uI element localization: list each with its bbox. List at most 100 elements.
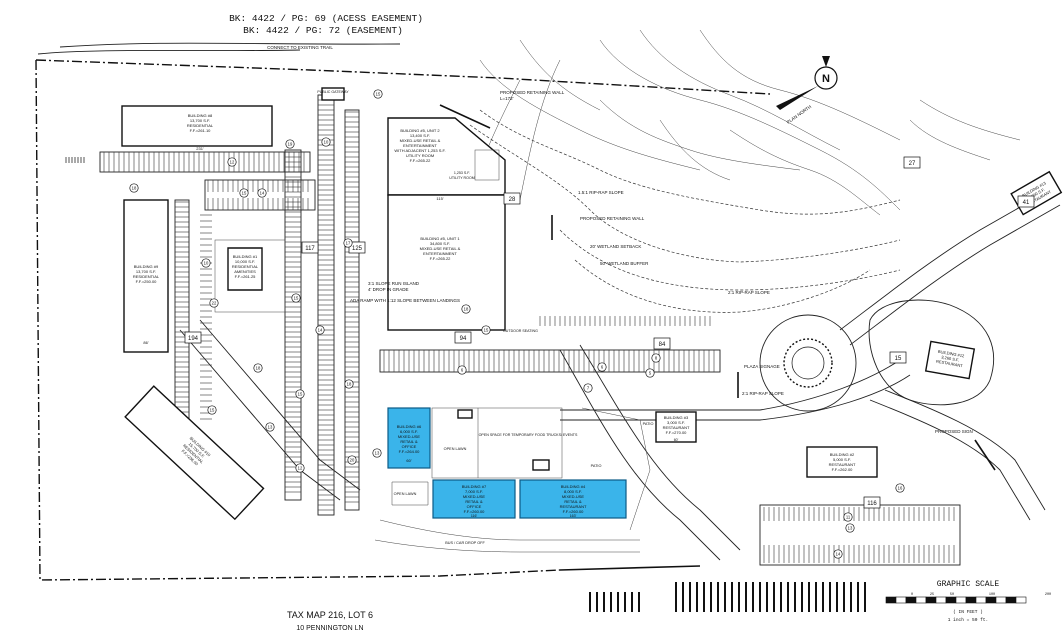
b4-l6: F.F.=260.00: [563, 509, 585, 514]
stall-count: 15: [291, 293, 301, 303]
b7-l2: 7,000 S.F.: [465, 489, 483, 494]
b8-l1: BUILDING #8: [188, 113, 213, 118]
stall-count-value: 14: [260, 191, 265, 196]
proposed-sign-label: PROPOSED SIGN: [935, 429, 973, 434]
b8-l4: F.F.=261.10: [190, 128, 212, 133]
b9-l4: F.F.=250.00: [136, 279, 158, 284]
stall-count-value: 14: [836, 552, 841, 557]
stall-count-value: 15: [210, 408, 215, 413]
scale-tick-1: 25: [930, 593, 934, 597]
stall-count-value: 10: [324, 140, 329, 145]
easement-header: BK: 4422 / PG: 69 (ACESS EASEMENT) BK: 4…: [37, 13, 423, 55]
stall-count-value: 18: [132, 186, 137, 191]
stall-count-value: 18: [256, 366, 261, 371]
scale-unit: ( IN FEET ): [953, 609, 983, 615]
stall-count: 15: [373, 89, 383, 99]
scale-tick-2: 50: [950, 593, 954, 597]
building-6-blue: BUILDING #6 6,000 S.F. MIXED-USE RETAIL …: [387, 407, 431, 469]
b5u1-l2: 34,800 S.F.: [430, 241, 450, 246]
dim-231: 231': [196, 146, 204, 151]
b5u2-l4: ENTERTAINMENT: [403, 143, 437, 148]
b5u2-l7: F.F.=265.22: [410, 158, 432, 163]
retaining-wall-top: [439, 104, 491, 129]
b2-l1: BUILDING #2: [830, 452, 855, 457]
plaza-signage-label: PLAZA SIGNAGE: [744, 364, 780, 369]
building-10: BUILDING #10 15,700 S.F. RESIDENTIAL F.F…: [124, 385, 265, 521]
building-12-pad: [868, 299, 994, 406]
b8-l2: 13,700 S.F.: [190, 118, 210, 123]
stall-count: 10: [201, 258, 211, 268]
scale-segment: [995, 596, 1007, 604]
b2-l3: RESTAURANT: [829, 462, 856, 467]
parking-stalls: [103, 99, 955, 563]
stall-count-value: 13: [848, 526, 853, 531]
riprap-label-2: 2:1 RIP-RAP SLOPE: [728, 290, 770, 295]
public-gateway-label: PUBLIC GATEWAY: [317, 90, 349, 94]
b4-l1: BUILDING #4: [561, 484, 586, 489]
north-symbol: N: [822, 73, 830, 85]
lot-number: 27: [909, 161, 916, 167]
dim-116: 116': [471, 514, 478, 518]
scale-segment: [905, 596, 917, 604]
dim-60b: 60': [674, 438, 679, 442]
stall-count: 10: [321, 137, 331, 147]
stall-count-value: 17: [346, 241, 351, 246]
stall-count: 14: [257, 188, 267, 198]
patio-label-1: PATIO: [591, 464, 602, 468]
scale-segment: [935, 596, 947, 604]
b12-l3: RESTAURANT: [936, 359, 964, 369]
lot-number: 28: [509, 197, 516, 203]
stall-count: 13: [372, 448, 382, 458]
trail-line: [59, 42, 401, 48]
open-lawn-label-2: OPEN LAWN: [394, 492, 417, 496]
north-tail: [776, 86, 818, 110]
b5u2-l6: UTILITY ROOM: [406, 153, 434, 158]
stall-count-value: 7: [587, 386, 590, 391]
north-pointer: [822, 56, 830, 67]
slope-island-label-2: 4' DROP IN GRADE: [368, 287, 409, 292]
b5u2-l3: MIXED-USE RETAIL &: [400, 138, 441, 143]
b4-l3: MIXED-USE: [562, 494, 585, 499]
building-1-amenities: BUILDING #1 10,000 S.F. RESIDENTIAL AMEN…: [214, 239, 286, 313]
b5u2-l1: BUILDING #5, UNIT 2: [400, 128, 440, 133]
lot-label-l3: 194: [184, 331, 202, 344]
stall-count: 15: [481, 325, 491, 335]
b9-l3: RESIDENTIAL: [133, 274, 160, 279]
stall-count: 15: [207, 405, 217, 415]
stall-count: 8: [651, 353, 661, 363]
b6-l6: F.F.=264.00: [399, 449, 421, 454]
b7-l4: RETAIL &: [465, 499, 483, 504]
open-space-label: OPEN SPACE FOR TEMPORARY FOOD TRUCKS/ EV…: [479, 433, 578, 437]
stall-count: 18: [253, 363, 263, 373]
scale-bar: [885, 596, 1027, 604]
wetland-buffer-label: 50' WETLAND BUFFER: [600, 261, 649, 266]
stall-count-value: 18: [347, 382, 352, 387]
stall-count-value: 10: [204, 261, 209, 266]
b3-l4: F.F.=270.00: [666, 430, 688, 435]
lot-label-l4: 94: [454, 331, 472, 344]
scale-tick-3: 100: [989, 593, 995, 597]
stall-count-value: 14: [318, 328, 323, 333]
building-9: BUILDING #9 13,700 S.F. RESIDENTIAL F.F.…: [123, 199, 169, 353]
boundary-hatch: [65, 157, 866, 612]
lot-number: 116: [867, 501, 877, 507]
scale-tick-0: 0: [911, 593, 913, 597]
dim-115: 115': [436, 196, 443, 201]
stall-count-value: 18: [464, 307, 469, 312]
lot-label-l2: 125: [348, 241, 366, 254]
stall-count: 15: [295, 389, 305, 399]
annotations: PUBLIC GATEWAY PROPOSED RETAINING WALL L…: [287, 87, 996, 632]
easement-line: [37, 49, 301, 55]
stall-count-value: 13: [268, 425, 273, 430]
b4-l5: RESTAURANT: [560, 504, 587, 509]
retaining-wall-length: L=172': [500, 96, 514, 101]
b5u2-l2: 13,400 S.F.: [410, 133, 430, 138]
stall-count: 12: [227, 157, 237, 167]
central-plaza: [374, 407, 651, 553]
b2-l4: F.F.=262.00: [832, 467, 854, 472]
easement-text-1: BK: 4422 / PG: 69 (ACESS EASEMENT): [229, 13, 423, 24]
b7-l3: MIXED-USE: [463, 494, 486, 499]
b9-l1: BUILDING #9: [134, 264, 159, 269]
bu-l2: UTILITY ROOM: [449, 176, 475, 180]
stall-count: 19: [285, 139, 295, 149]
